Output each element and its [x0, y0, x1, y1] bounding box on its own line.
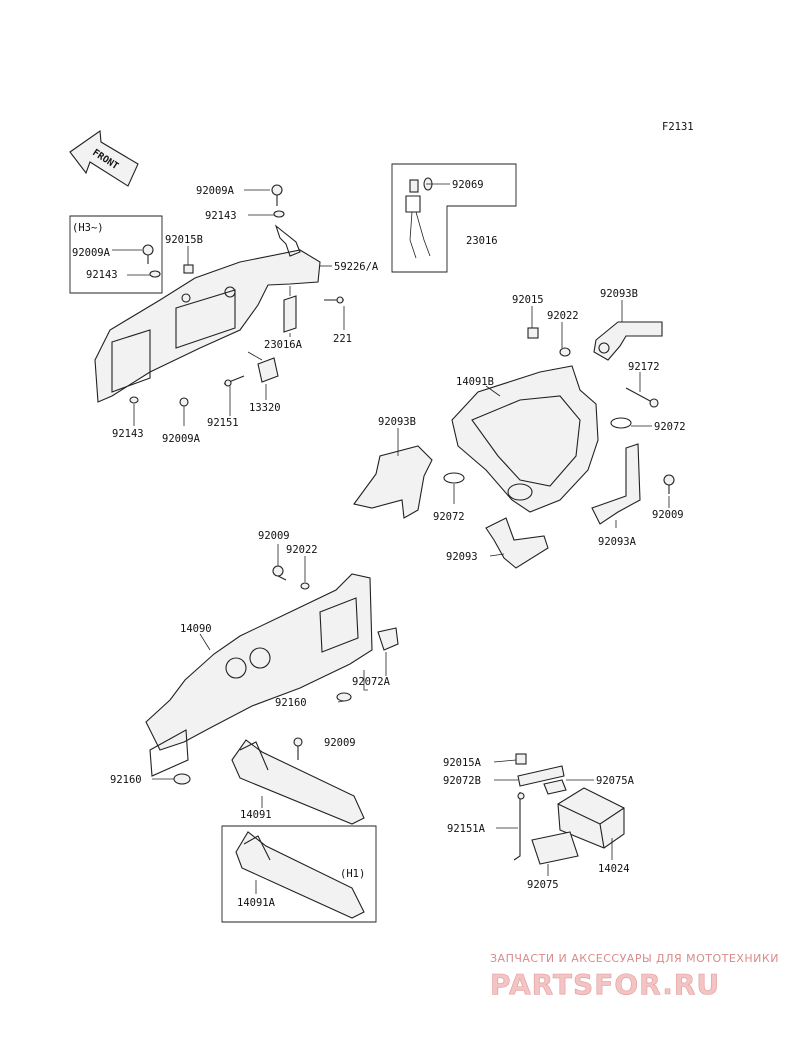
leader-lines: [112, 183, 670, 894]
label-59226a: 59226/A: [334, 261, 379, 273]
label-92015b: 92015B: [165, 234, 203, 246]
part-13320: [247, 351, 279, 383]
nut-92015b: [183, 264, 194, 274]
bolt-92009-b: [293, 737, 303, 760]
label-14091b: 14091B: [456, 376, 494, 388]
tray-14091b: [451, 365, 599, 513]
label-h3: (H3~): [72, 222, 104, 234]
label-92009a-top: 92009A: [196, 185, 235, 197]
washer-92022-m: [300, 582, 310, 590]
bolt-92172: [625, 387, 659, 408]
washer-92143-top: [273, 210, 285, 218]
grommet-92160-m: [336, 692, 352, 702]
pad-92075: [531, 831, 579, 865]
watermark: ЗАПЧАСТИ И АКСЕССУАРЫ ДЛЯ МОТОТЕХНИКИ PA…: [490, 952, 779, 1001]
label-92015a: 92015A: [443, 757, 482, 769]
label-92069: 92069: [452, 179, 484, 191]
screw-92151: [223, 375, 245, 387]
label-92143-bot: 92143: [112, 428, 144, 440]
nut-92015a: [515, 753, 527, 765]
diagram-code: F2131: [662, 121, 694, 133]
label-92093a: 92093A: [598, 536, 637, 548]
bolt-92009a-bot: [179, 397, 189, 407]
label-92009-right: 92009: [652, 509, 684, 521]
label-14091a: 14091A: [237, 897, 276, 909]
watermark-logo: PARTSFOR.RU: [490, 968, 720, 1001]
label-13320: 13320: [249, 402, 281, 414]
bracket-92093b-left: [353, 445, 433, 519]
clip-92072-right: [610, 417, 632, 429]
battery-14024: [557, 787, 625, 849]
bracket-92072a: [377, 627, 399, 651]
rod-92151a: [513, 792, 525, 861]
h3-frame: [69, 215, 163, 294]
h1-frame: [221, 825, 377, 923]
label-92072-left: 92072: [433, 511, 465, 523]
front-arrow-icon: FRONT: [69, 130, 139, 187]
label-92160-m: 92160: [275, 697, 307, 709]
panel-14090: [145, 573, 373, 777]
cover-14091a: [235, 831, 365, 919]
bracket-92093b-right: [593, 321, 663, 361]
label-92093: 92093: [446, 551, 478, 563]
watermark-tagline: ЗАПЧАСТИ И АКСЕССУАРЫ ДЛЯ МОТОТЕХНИКИ: [490, 952, 779, 965]
label-92015: 92015: [512, 294, 544, 306]
grommet-92160-l: [173, 773, 191, 785]
label-92143-top: 92143: [205, 210, 237, 222]
bolt-92009a-h3: [142, 244, 154, 264]
washer-92022-right: [559, 347, 571, 357]
cover-14091: [231, 739, 365, 825]
label-92093b-left: 92093B: [378, 416, 416, 428]
label-92009-b: 92009: [324, 737, 356, 749]
washer-92143-bot: [129, 396, 139, 404]
clip-92072-left: [443, 472, 465, 484]
bolt-221: [324, 296, 344, 304]
pad-92075a: [543, 779, 567, 795]
label-92075: 92075: [527, 879, 559, 891]
label-14091: 14091: [240, 809, 272, 821]
callout-labels: 92009A 92143 92069 23016 (H3~) 92009A 92…: [72, 179, 686, 909]
label-92022-m: 92022: [286, 544, 318, 556]
label-221: 221: [333, 333, 352, 345]
label-14090: 14090: [180, 623, 212, 635]
label-92072-right: 92072: [654, 421, 686, 433]
label-92151: 92151: [207, 417, 239, 429]
bracket-92093a: [591, 443, 641, 525]
label-92072b: 92072B: [443, 775, 481, 787]
wire-harness-23016a: [283, 286, 297, 333]
label-92151a: 92151A: [447, 823, 486, 835]
label-92172: 92172: [628, 361, 660, 373]
label-23016: 23016: [466, 235, 498, 247]
label-92160-l: 92160: [110, 774, 142, 786]
label-92072a: 92072A: [352, 676, 391, 688]
bracket-92093: [485, 517, 549, 569]
label-92143-h3: 92143: [86, 269, 118, 281]
label-23016a: 23016A: [264, 339, 303, 351]
nut-92015: [527, 327, 539, 339]
bolt-92009a-top: [271, 184, 283, 206]
wiring-box-23016: [391, 163, 517, 273]
label-h1: (H1): [340, 868, 365, 880]
label-92075a: 92075A: [596, 775, 635, 787]
washer-92143-h3: [149, 270, 161, 278]
bolt-92009-right: [663, 474, 675, 494]
label-14024: 14024: [598, 863, 630, 875]
label-92009a-h3: 92009A: [72, 247, 111, 259]
bracket-59226a: [94, 224, 321, 403]
strap-92072b: [517, 765, 565, 787]
label-92009a-bot: 92009A: [162, 433, 201, 445]
label-92022-right: 92022: [547, 310, 579, 322]
label-92093b-right: 92093B: [600, 288, 638, 300]
label-92009-m: 92009: [258, 530, 290, 542]
bolt-92009-m: [272, 565, 287, 581]
bulb-socket-92069: [405, 177, 433, 259]
